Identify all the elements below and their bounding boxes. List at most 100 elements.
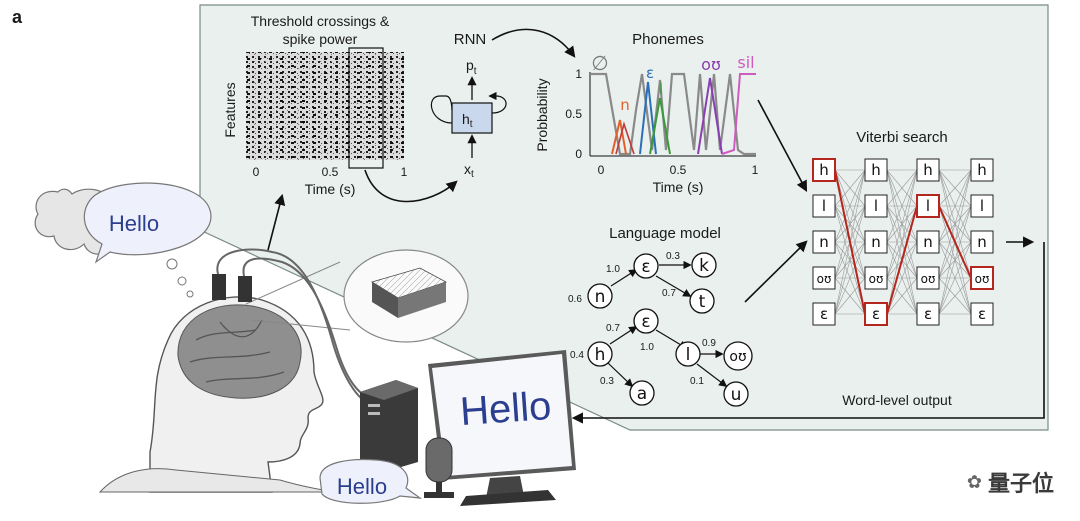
viterbi-cell-label: l [926, 197, 930, 215]
viterbi-cell-label: n [871, 233, 881, 251]
phonemes-plot: Phonemes Probbability 1 0.5 0 0 0.5 1 Ti… [534, 31, 759, 195]
rnn-p: p [466, 57, 474, 73]
phon-ytick-1: 1 [575, 67, 582, 81]
lm-w-e-k: 0.3 [666, 251, 680, 262]
lm-node-l: l [686, 345, 691, 365]
lm-node-k: k [699, 256, 709, 276]
thought-text: Hello [109, 211, 159, 236]
rnn-x: x [464, 161, 471, 177]
viterbi-cell-label: oʊ [817, 272, 832, 286]
thought-bubble: Hello [34, 182, 212, 298]
viterbi-edge [938, 169, 972, 243]
electrode-array [245, 249, 469, 343]
viterbi-cell-label: ɛ [924, 305, 932, 323]
svg-text:pt: pt [466, 57, 477, 77]
rnn-title: RNN [454, 31, 487, 48]
viterbi-cell-label: n [977, 233, 987, 251]
lm-w-l-ou: 0.9 [702, 338, 716, 349]
rnn-x-sub: t [471, 169, 474, 180]
viterbi-edge [886, 169, 918, 279]
viterbi-edge [938, 205, 972, 315]
phon-ytick-05: 0.5 [565, 107, 582, 121]
threshold-tick-0: 0 [253, 165, 260, 179]
viterbi-cell-label: oʊ [975, 272, 990, 286]
viterbi-cell-label: ɛ [820, 305, 828, 323]
curve-null [590, 72, 756, 156]
panel-label: a [12, 7, 23, 27]
viterbi-cell [970, 302, 994, 326]
language-model-block: Language model n ɛ k t h ɛ a l oʊ [568, 225, 753, 407]
viterbi-cell [970, 158, 994, 182]
phonemes-title: Phonemes [632, 31, 704, 48]
viterbi-cell [812, 158, 836, 182]
lm-w-h-a: 0.3 [600, 376, 614, 387]
phon-xtick-0: 0 [598, 163, 605, 177]
lm-node-e1: ɛ [641, 257, 650, 277]
lm-node-n: n [595, 287, 606, 307]
viterbi-cell-label: h [977, 161, 987, 179]
label-eh: ɛ [646, 64, 654, 82]
threshold-tick-05: 0.5 [322, 165, 339, 179]
viterbi-edge [886, 169, 918, 207]
rnn-hidden-cell [451, 102, 493, 134]
microphone [424, 437, 454, 498]
speech-text: Hello [337, 474, 387, 499]
computer-tower [360, 380, 418, 472]
svg-text:ht: ht [462, 111, 473, 130]
viterbi-edge [938, 241, 972, 315]
viterbi-cell [864, 194, 888, 218]
viterbi-cell [916, 266, 940, 290]
viterbi-edge [886, 169, 918, 243]
viterbi-cell-label: n [923, 233, 933, 251]
viterbi-cell [864, 230, 888, 254]
curve-ou [697, 77, 723, 155]
label-n: n [620, 96, 630, 114]
threshold-raster-block: Threshold crossings & spike power Featur… [222, 13, 408, 197]
viterbi-edge [938, 169, 972, 279]
lm-node-ou: oʊ [729, 349, 746, 365]
viterbi-cell-label: ɛ [872, 305, 880, 323]
label-sil: sil [737, 53, 754, 72]
viterbi-cell [916, 194, 940, 218]
viterbi-cell [864, 266, 888, 290]
curve-l [649, 97, 671, 155]
lm-w-e-t: 0.7 [662, 288, 676, 299]
viterbi-cell-label: h [871, 161, 881, 179]
rnn-h: h [462, 111, 470, 127]
viterbi-cell-label: n [819, 233, 829, 251]
viterbi-edge [834, 205, 866, 315]
rnn-h-sub: t [470, 119, 473, 130]
phonemes-xlabel: Time (s) [653, 179, 704, 195]
lm-w-e-l: 1.0 [640, 342, 654, 353]
speech-bubble: Hello [319, 458, 423, 504]
head-illustration [98, 296, 341, 493]
lm-w-h: 0.4 [570, 350, 584, 361]
threshold-title-line1: Threshold crossings & [251, 13, 390, 29]
viterbi-cell-label: ɛ [978, 305, 986, 323]
viterbi-cell-label: h [819, 161, 829, 179]
phonemes-ylabel: Probbability [534, 78, 550, 151]
lm-w-n: 0.6 [568, 294, 582, 305]
threshold-xlabel: Time (s) [305, 181, 356, 197]
viterbi-edge [834, 241, 866, 315]
viterbi-cell [864, 302, 888, 326]
viterbi-edge [886, 241, 918, 315]
lm-w-l-u: 0.1 [690, 376, 704, 387]
viterbi-cell [812, 302, 836, 326]
phon-xtick-05: 0.5 [670, 163, 687, 177]
label-l: l [659, 80, 663, 98]
watermark: ✿ 量子位 [967, 466, 1054, 498]
viterbi-cell [916, 302, 940, 326]
viterbi-cell-label: l [874, 197, 878, 215]
wechat-icon: ✿ [966, 471, 982, 493]
viterbi-cell [970, 266, 994, 290]
viterbi-edge [886, 169, 918, 315]
threshold-ylabel: Features [222, 82, 238, 137]
phon-ytick-0: 0 [575, 147, 582, 161]
watermark-text: 量子位 [987, 472, 1054, 497]
viterbi-edge [834, 169, 866, 243]
viterbi-cell-label: l [822, 197, 826, 215]
viterbi-edge [886, 277, 918, 315]
